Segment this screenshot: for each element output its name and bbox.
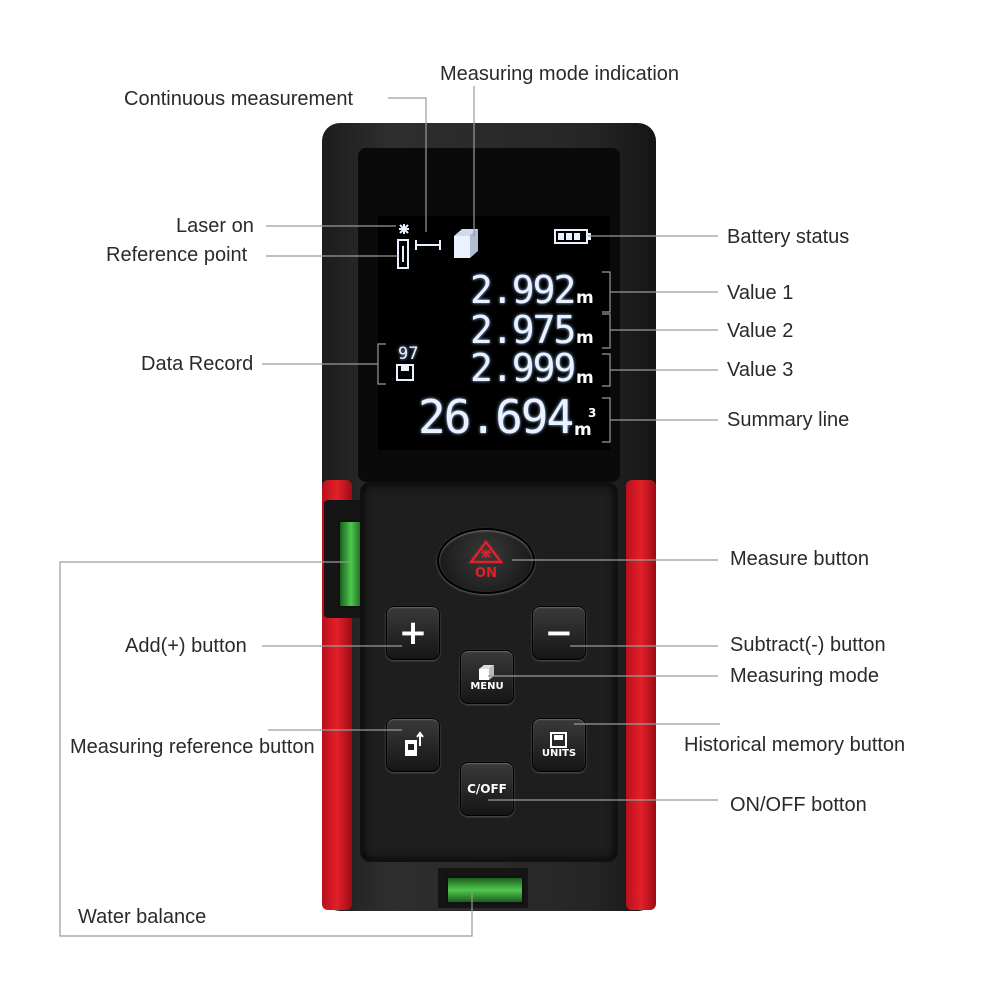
value-2-readout: 2.975 <box>470 308 576 352</box>
label-subtract-button: Subtract(-) button <box>730 634 886 656</box>
label-laser-on: Laser on <box>176 215 254 237</box>
measure-button[interactable]: ON <box>437 528 535 594</box>
c-off-button-label: C/OFF <box>467 782 507 796</box>
label-value-2: Value 2 <box>727 320 794 342</box>
summary-readout: 26.694 <box>418 390 574 444</box>
laser-on-icon <box>399 224 409 234</box>
summary-unit-exponent: 3 <box>588 406 597 420</box>
laser-warning-icon <box>469 540 503 564</box>
leader-summary-line <box>602 397 718 443</box>
leader-data-record <box>262 343 386 385</box>
label-data-record: Data Record <box>141 353 254 375</box>
measuring-reference-button[interactable] <box>386 718 440 772</box>
record-count: 97 <box>398 344 419 364</box>
side-level-vial <box>338 520 364 608</box>
c-off-button[interactable]: C/OFF <box>460 762 514 816</box>
units-button[interactable]: UNITS <box>532 718 586 772</box>
measure-button-label: ON <box>475 566 497 581</box>
memory-disk-icon <box>550 731 567 748</box>
measuring-mode-cube-icon <box>454 229 478 258</box>
value-1-readout: 2.992 <box>470 268 576 312</box>
subtract-button[interactable]: − <box>532 606 586 660</box>
value-2-unit: m <box>576 328 594 348</box>
value-1-unit: m <box>576 288 594 308</box>
bottom-level-vial <box>446 876 524 904</box>
lcd-screen: 2.992 m 2.975 m 97 2.999 m 26.694 3 m <box>378 216 610 450</box>
leader-value-2 <box>602 313 718 349</box>
leader-value-3 <box>602 353 718 387</box>
leader-water-balance <box>59 561 473 937</box>
floppy-disk-icon <box>396 364 414 381</box>
label-measuring-mode: Measuring mode <box>730 665 879 687</box>
label-battery-status: Battery status <box>727 226 850 248</box>
right-red-grip <box>626 480 656 910</box>
menu-button[interactable]: MENU <box>460 650 514 704</box>
add-button[interactable]: + <box>386 606 440 660</box>
label-measure-button: Measure button <box>730 548 869 570</box>
leader-value-1 <box>602 271 718 313</box>
label-value-1: Value 1 <box>727 282 794 304</box>
label-measuring-reference-button: Measuring reference button <box>70 736 315 758</box>
menu-button-label: MENU <box>470 680 504 692</box>
label-on-off-button: ON/OFF botton <box>730 794 867 816</box>
label-summary-line: Summary line <box>727 409 850 431</box>
label-add-button: Add(+) button <box>125 635 247 657</box>
label-value-3: Value 3 <box>727 359 794 381</box>
laser-reference-icons <box>397 224 441 269</box>
label-measuring-mode-indication: Measuring mode indication <box>440 63 680 85</box>
label-historical-memory-button: Historical memory button <box>684 734 906 756</box>
label-continuous-measurement: Continuous measurement <box>124 88 354 110</box>
value-3-unit: m <box>576 368 594 388</box>
add-button-label: + <box>398 613 428 653</box>
label-water-balance: Water balance <box>78 906 207 928</box>
subtract-button-label: − <box>544 613 574 653</box>
reference-icon <box>405 731 424 756</box>
label-reference-point: Reference point <box>106 244 248 266</box>
summary-unit: m <box>574 420 592 440</box>
units-button-label: UNITS <box>541 747 577 759</box>
leader-continuous-measurement <box>388 97 427 232</box>
reference-point-icon <box>397 239 409 269</box>
value-3-readout: 2.999 <box>470 346 576 390</box>
